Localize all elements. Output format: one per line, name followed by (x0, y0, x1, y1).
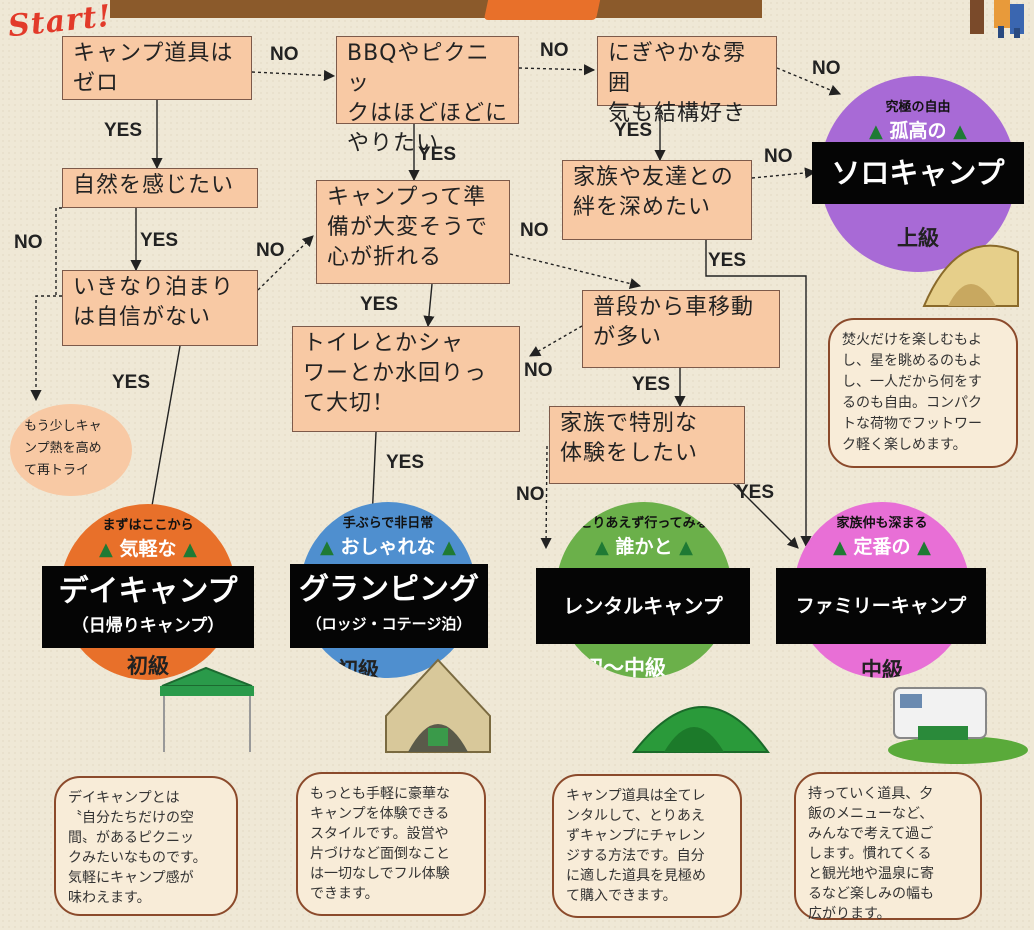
pine-tree-icon: ▲ (953, 121, 967, 142)
result-glamping-tag: 手ぶらで非日常 (342, 516, 434, 531)
question-bbq-picnic: BBQやピクニッ クはほどほどに やりたい (336, 36, 519, 156)
question-car-travel: 普段から車移動 が多い (582, 290, 780, 368)
result-day-tag: まずはここから (102, 518, 194, 533)
question-family-bond: 家族や友達との 絆を深めたい (562, 160, 752, 240)
result-solo-description: 焚火だけを楽しむもよ し、星を眺めるのもよ し、一人だから何をす るのも自由。コ… (828, 318, 1018, 468)
result-family-description: 持っていく道具、夕 飯のメニューなど、 みんなで考えて過ご します。慣れてくる … (794, 772, 982, 922)
result-rental-title: レンタルキャンプ (536, 568, 750, 644)
result-day-subtitle2: （日帰りキャンプ） (71, 616, 225, 636)
result-solo-tag: 究極の自由 (885, 100, 951, 115)
question-prep-tough: キャンプって準 備が大変そうで 心が折れる (316, 180, 510, 284)
result-rental-tag: とりあえず行ってみる (579, 516, 709, 531)
edge-yes-4: YES (140, 230, 179, 251)
result-day-description: デイキャンプとは 〝自分たちだけの空 間〟があるピクニッ クみたいなものです。 … (54, 776, 238, 916)
question-lively-atmosphere: にぎやかな雰囲 気も結構好き (597, 36, 777, 126)
edge-no-5: NO (14, 232, 43, 253)
edge-yes-8: YES (112, 372, 151, 393)
result-glamping-titlebox: グランピング （ロッジ・コテージ泊） (290, 564, 488, 648)
result-day-title: デイキャンプ (58, 574, 238, 609)
pine-tree-icon: ▲ (595, 537, 609, 558)
dome-tent-illustration (922, 244, 1019, 307)
edge-no-8: NO (524, 360, 553, 381)
edge-no-1: NO (270, 44, 299, 65)
result-family-level: 中級 (861, 658, 903, 678)
result-day-level: 初級 (127, 654, 169, 678)
result-rental-subtitle: 誰かと (615, 536, 673, 558)
edge-yes-9: YES (386, 452, 425, 473)
pine-tree-icon: ▲ (679, 537, 693, 558)
pine-tree-icon: ▲ (99, 539, 113, 560)
pine-tree-icon: ▲ (442, 537, 456, 558)
edge-yes-1: YES (104, 120, 143, 141)
result-solo-level: 上級 (897, 226, 939, 250)
result-rental-description: キャンプ道具は全てレ ンタルして、とりあえ ずキャンプにチャレン ジする方法です… (552, 774, 742, 918)
result-day-subtitle: 気軽な (119, 538, 177, 560)
edge-no-2: NO (540, 40, 569, 61)
hikers-illustration (970, 0, 1024, 38)
edge-yes-5: YES (708, 250, 747, 271)
pine-tree-icon: ▲ (917, 537, 931, 558)
result-rental-level: 初～中級 (582, 656, 666, 678)
result-day-titlebox: デイキャンプ （日帰りキャンプ） (42, 566, 254, 648)
edge-yes-2: YES (418, 144, 457, 165)
pine-tree-icon: ▲ (320, 537, 334, 558)
result-glamping-subtitle2: （ロッジ・コテージ泊） (306, 615, 472, 633)
question-no-gear: キャンプ道具は ゼロ (62, 36, 252, 100)
question-overnight-unsure: いきなり泊まり は自信がない (62, 270, 258, 346)
edge-no-6: NO (256, 240, 285, 261)
result-solo-title: ソロキャンプ (812, 142, 1024, 204)
edge-no-3: NO (812, 58, 841, 79)
result-solo-subtitle: 孤高の (889, 120, 947, 142)
edge-no-9: NO (516, 484, 545, 505)
result-glamping-subtitle: おしゃれな (340, 536, 436, 558)
tunnel-tent-illustration (631, 706, 770, 753)
result-family-tag: 家族仲も深まる (836, 516, 928, 531)
result-glamping-level: 初級 (337, 658, 379, 678)
edge-yes-6: YES (360, 294, 399, 315)
retry-bubble: もう少しキャ ンプ熱を高め て再トライ (10, 404, 132, 496)
result-glamping-description: もっとも手軽に豪華な キャンプを体験できる スタイルです。設営や 片づけなど面倒… (296, 772, 486, 916)
pine-tree-icon: ▲ (869, 121, 883, 142)
edge-no-7: NO (520, 220, 549, 241)
edge-yes-3: YES (614, 120, 653, 141)
pine-tree-icon: ▲ (183, 539, 197, 560)
question-special-experience: 家族で特別な 体験をしたい (549, 406, 745, 484)
camper-van-illustration (888, 687, 1028, 764)
edge-yes-10: YES (736, 482, 775, 503)
edge-yes-7: YES (632, 374, 671, 395)
canopy-tent-illustration (160, 666, 254, 752)
result-glamping-title: グランピング (299, 572, 479, 607)
result-family-subtitle: 定番の (853, 536, 911, 558)
question-feel-nature: 自然を感じたい (62, 168, 258, 208)
question-water-facilities: トイレとかシャ ワーとか水回りっ て大切！ (292, 326, 520, 432)
bell-tent-illustration (385, 658, 491, 753)
pine-tree-icon: ▲ (833, 537, 847, 558)
result-family-title: ファミリーキャンプ (776, 568, 986, 644)
edge-no-4: NO (764, 146, 793, 167)
